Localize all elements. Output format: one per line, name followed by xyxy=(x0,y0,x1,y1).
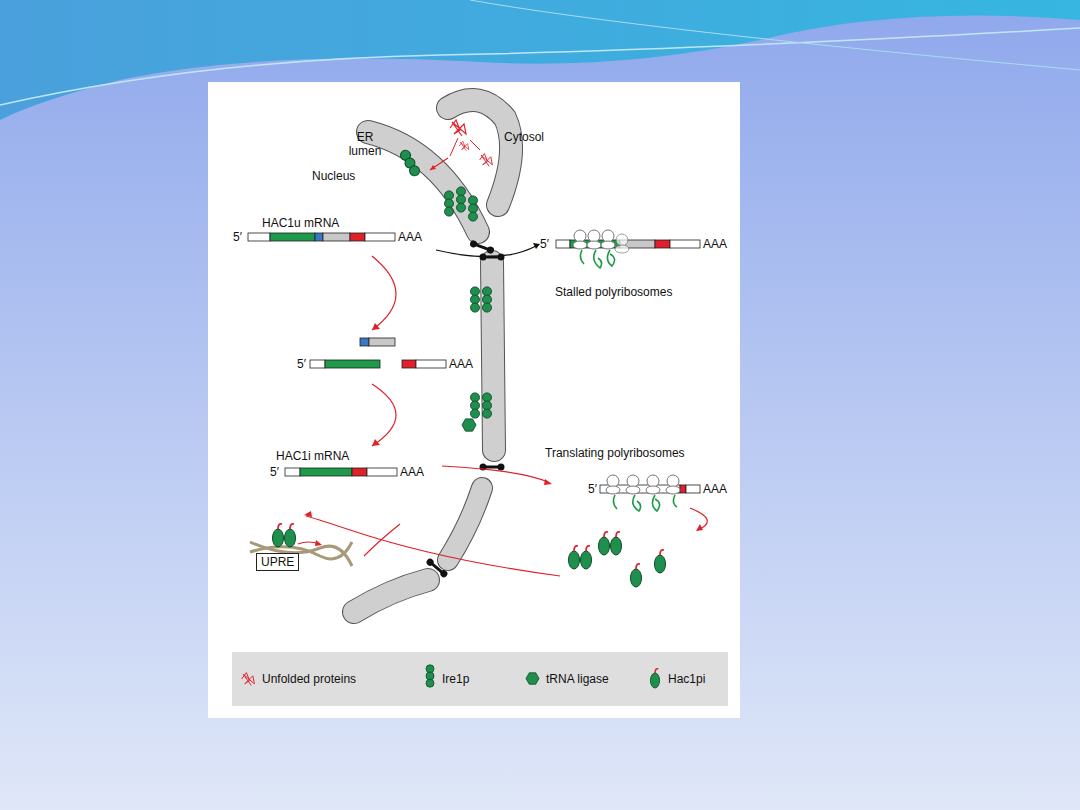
end-label: 5′ xyxy=(588,482,597,496)
polya-label: AAA xyxy=(703,237,727,251)
legend-text: Hac1pi xyxy=(668,672,705,686)
mrna-label: HAC1u mRNA xyxy=(262,216,339,230)
end-label: 5′ xyxy=(270,465,279,479)
end-label: 5′ xyxy=(233,230,242,244)
end-label: 5′ xyxy=(297,357,306,371)
box-text: UPRE xyxy=(261,555,294,569)
end-label: 5′ xyxy=(540,237,549,251)
region-label: ER lumen xyxy=(343,130,387,158)
legend-text: Unfolded proteins xyxy=(262,672,356,686)
ribosome-label: Translating polyribosomes xyxy=(545,446,685,460)
region-label: Nucleus xyxy=(312,169,355,183)
region-label: Cytosol xyxy=(504,130,544,144)
polya-label: AAA xyxy=(398,230,422,244)
legend-text: tRNA ligase xyxy=(546,672,609,686)
polya-label: AAA xyxy=(703,482,727,496)
mrna-label: HAC1i mRNA xyxy=(276,449,349,463)
legend-text: Ire1p xyxy=(442,672,469,686)
element-box: UPRE xyxy=(256,553,299,571)
polya-label: AAA xyxy=(449,357,473,371)
polya-label: AAA xyxy=(400,465,424,479)
ribosome-label: Stalled polyribosomes xyxy=(555,285,672,299)
